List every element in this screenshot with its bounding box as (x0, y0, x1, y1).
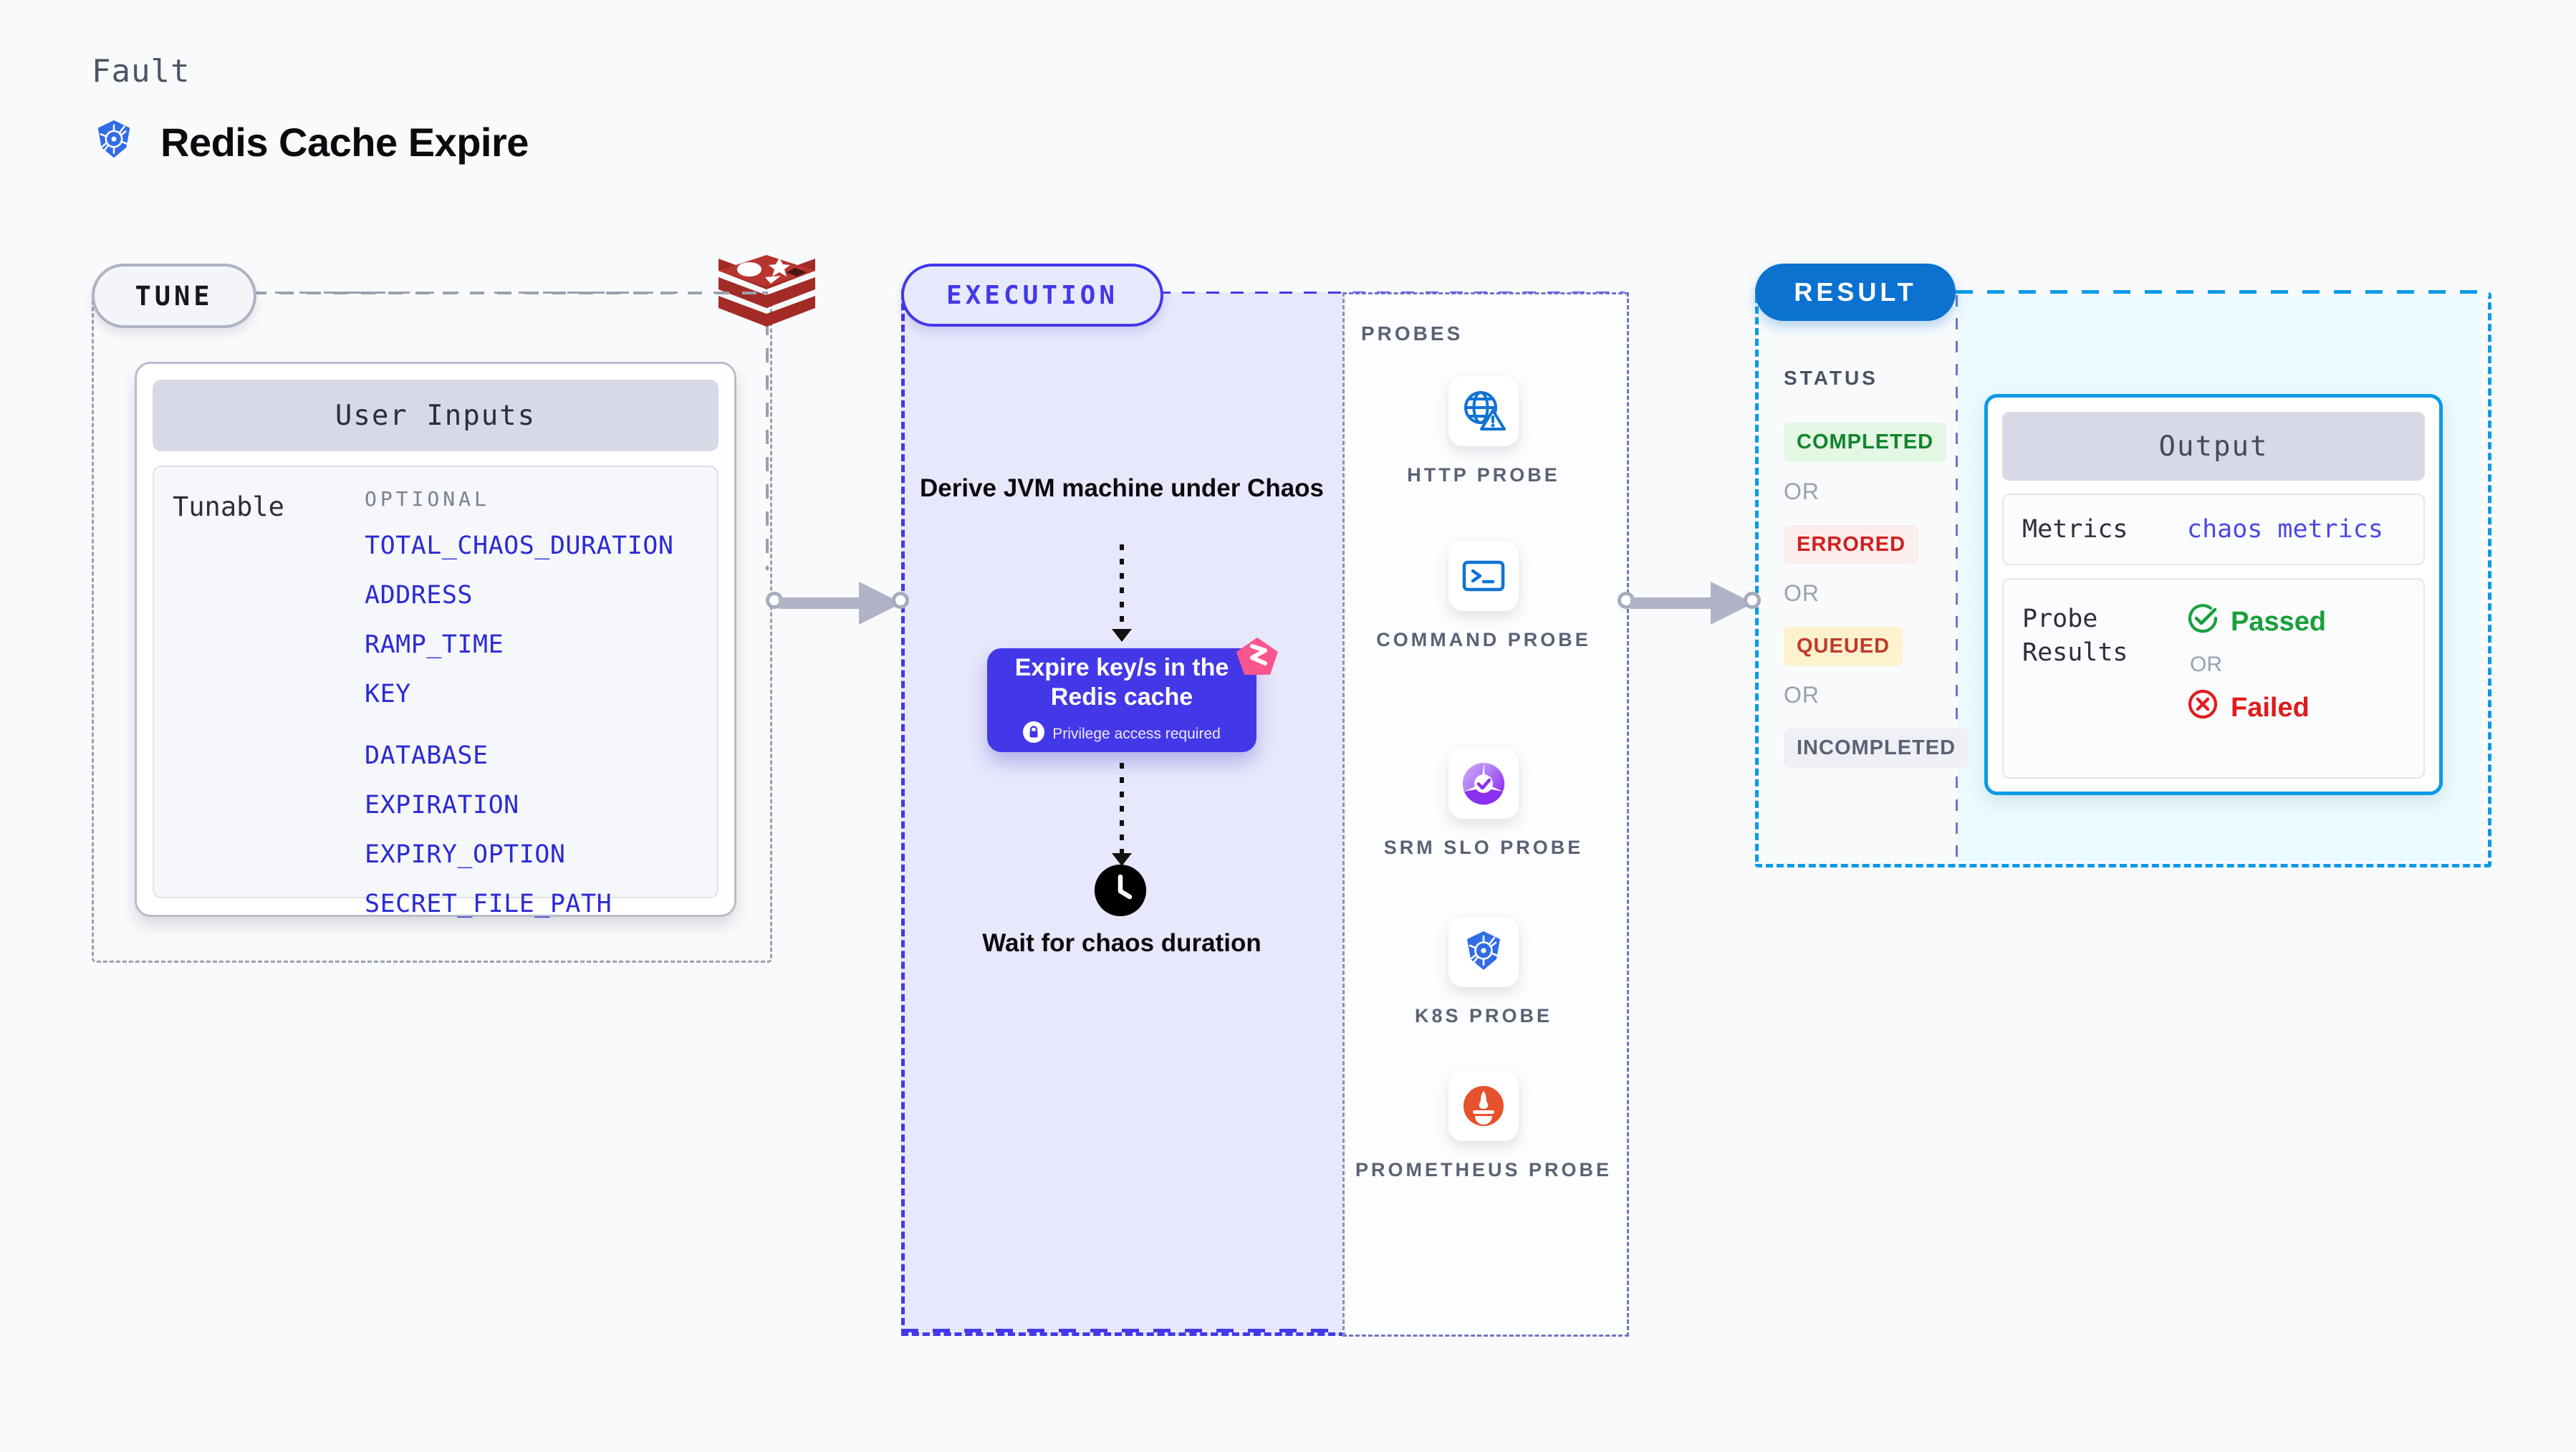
tunable-variable-group: OPTIONAL TOTAL_CHAOS_DURATION ADDRESS RA… (365, 487, 674, 918)
optional-group-label: OPTIONAL (365, 487, 490, 511)
tune-connector-dash (252, 292, 762, 294)
status-or-label: OR (1784, 479, 1820, 504)
kubernetes-icon (92, 118, 136, 166)
execution-privilege-text: Privilege access required (1052, 726, 1221, 743)
tune-region (92, 292, 772, 963)
output-header: Output (2002, 412, 2425, 481)
status-or-label: OR (1784, 580, 1820, 606)
probe-label: HTTP PROBE (1407, 464, 1560, 486)
output-card: Output Metrics chaos metrics Probe Resul… (1984, 394, 2443, 795)
probe-item-prometheus[interactable]: PROMETHEUS PROBE (1342, 1071, 1625, 1183)
output-metrics-row: Metrics chaos metrics (2002, 494, 2425, 565)
check-circle-icon (2187, 602, 2219, 641)
execution-region-bottom-border (901, 1329, 1342, 1332)
status-badge-incompleted: INCOMPLETED (1784, 729, 1969, 768)
output-probe-results-row: Probe Results Passed OR (2002, 578, 2425, 779)
terminal-icon (1448, 541, 1519, 611)
probe-label: PROMETHEUS PROBE (1355, 1159, 1613, 1181)
execution-arrow-two (1112, 763, 1132, 866)
probe-label: SRM SLO PROBE (1383, 837, 1584, 858)
page-eyebrow: Fault (92, 53, 191, 90)
lock-icon (1023, 721, 1045, 747)
execution-action-card: Expire key/s in the Redis cache Privileg… (987, 648, 1256, 752)
tunable-variable[interactable]: ADDRESS (365, 581, 474, 610)
status-or-label: OR (1784, 682, 1820, 708)
user-inputs-header: User Inputs (153, 380, 719, 451)
connector-tune-to-execution (766, 582, 909, 625)
execution-step-two-label: Wait for chaos duration (982, 929, 1261, 957)
tunable-variable[interactable]: SECRET_FILE_PATH (365, 890, 612, 918)
probe-item-srm-slo[interactable]: SRM SLO PROBE (1342, 749, 1625, 860)
page-title-row: Redis Cache Expire (92, 118, 529, 166)
kubernetes-icon (1448, 917, 1519, 987)
tunable-variable[interactable]: EXPIRY_OPTION (365, 840, 566, 869)
probe-results-values: Passed OR Failed (2187, 602, 2326, 777)
tunable-variable[interactable]: EXPIRATION (365, 791, 519, 819)
tune-stage-label: TUNE (135, 280, 213, 312)
tune-stage-pill[interactable]: TUNE (92, 264, 256, 328)
probe-label: K8S PROBE (1414, 1005, 1553, 1027)
user-inputs-card: User Inputs Tunable OPTIONAL TOTAL_CHAOS… (135, 362, 736, 918)
result-region-top-border (1956, 290, 2484, 294)
tunable-variable[interactable]: DATABASE (365, 741, 489, 770)
clock-icon (1095, 865, 1146, 916)
tunable-variable[interactable]: KEY (365, 680, 411, 708)
x-circle-icon (2187, 688, 2219, 727)
execution-arrow-one (1112, 544, 1132, 642)
connector-probes-to-result (1618, 582, 1761, 625)
result-region (1755, 292, 2491, 867)
status-title: STATUS (1784, 367, 1878, 389)
probe-item-http[interactable]: HTTP PROBE (1342, 376, 1625, 488)
status-badge-queued: QUEUED (1784, 627, 1903, 666)
probe-item-k8s[interactable]: K8S PROBE (1342, 917, 1625, 1029)
tunable-variable[interactable]: RAMP_TIME (365, 630, 504, 659)
probes-title: PROBES (1361, 322, 1464, 345)
tunable-row-label: Tunable (173, 491, 284, 522)
execution-step-one-label: Derive JVM machine under Chaos (919, 474, 1325, 502)
execution-privilege-note: Privilege access required (1023, 721, 1221, 747)
probe-result-failed: Failed (2187, 688, 2326, 727)
execution-stage-label: EXECUTION (946, 280, 1119, 310)
result-stage-label: RESULT (1794, 277, 1917, 307)
tunable-variable[interactable]: TOTAL_CHAOS_DURATION (365, 532, 674, 560)
status-badge-errored: ERRORED (1784, 525, 1919, 564)
globe-warning-icon (1448, 376, 1519, 446)
result-inner-divider (1956, 295, 1958, 864)
probe-result-passed: Passed (2187, 602, 2326, 641)
metrics-value[interactable]: chaos metrics (2187, 515, 2383, 544)
redis-connector-dash (766, 294, 769, 570)
probe-results-label: Probe Results (2022, 605, 2128, 667)
execution-stage-pill[interactable]: EXECUTION (901, 264, 1163, 327)
probe-result-passed-label: Passed (2231, 606, 2327, 637)
redis-logo (715, 252, 819, 345)
prometheus-icon (1448, 1071, 1519, 1141)
probe-result-or-label: OR (2190, 653, 2222, 676)
result-stage-pill[interactable]: RESULT (1755, 264, 1956, 321)
slo-donut-check-icon (1448, 749, 1519, 819)
tunable-body: Tunable OPTIONAL TOTAL_CHAOS_DURATION AD… (153, 466, 719, 918)
execution-action-title: Expire key/s in the Redis cache (1014, 653, 1229, 711)
probe-item-command[interactable]: COMMAND PROBE (1342, 541, 1625, 653)
page-title: Redis Cache Expire (160, 120, 529, 165)
litmus-icon (1231, 630, 1284, 683)
metrics-label: Metrics (2022, 515, 2128, 544)
probe-result-failed-label: Failed (2231, 692, 2310, 723)
status-badge-completed: COMPLETED (1784, 423, 1947, 462)
probe-label: COMMAND PROBE (1376, 629, 1591, 650)
